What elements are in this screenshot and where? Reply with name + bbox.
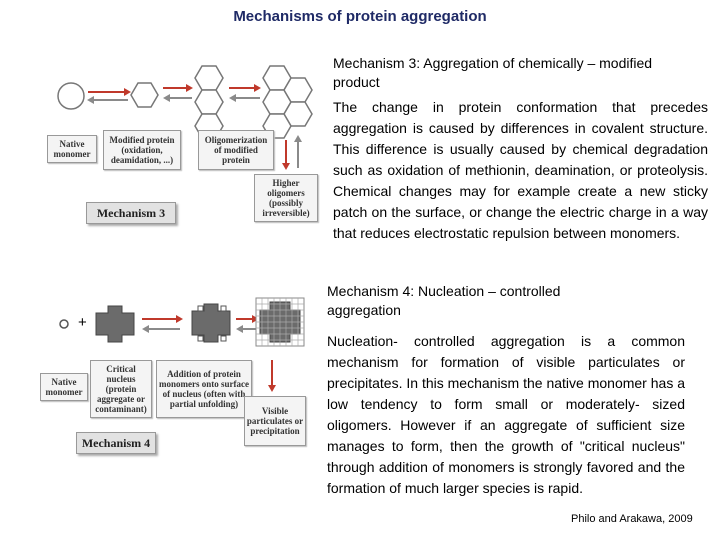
plus-sign: + bbox=[78, 314, 87, 331]
mechanism-3-body: The change in protein conformation that … bbox=[333, 99, 708, 241]
addition-box: Addition of protein monomers onto surfac… bbox=[156, 360, 252, 418]
grid-lines bbox=[256, 298, 304, 346]
native-monomer-circle bbox=[57, 82, 85, 110]
modified-protein-hexagon bbox=[130, 82, 159, 108]
citation: Philo and Arakawa, 2009 bbox=[571, 513, 693, 525]
native-monomer-box: Native monomer bbox=[47, 135, 97, 163]
oligomerization-box: Oligomerization of modified protein bbox=[198, 130, 274, 170]
page-title: Mechanisms of protein aggregation bbox=[233, 8, 487, 25]
modified-protein-box: Modified protein (oxidation, deamidation… bbox=[103, 130, 181, 170]
mechanism-4-label: Mechanism 4 bbox=[76, 432, 156, 454]
native-monomer-small-circle bbox=[59, 319, 69, 329]
higher-oligomers-box: Higher oligomers (possibly irreversible) bbox=[254, 174, 318, 222]
critical-nucleus-box: Critical nucleus (protein aggregate or c… bbox=[90, 360, 152, 418]
mechanism-4-body: Nucleation- controlled aggregation is a … bbox=[327, 333, 685, 496]
visible-particulates-box: Visible particulates or precipitation bbox=[244, 396, 306, 446]
native-monomer-box-4: Native monomer bbox=[40, 373, 88, 401]
mechanism-3-heading: Mechanism 3: Aggregation of chemically –… bbox=[333, 55, 653, 90]
mechanism-4-heading: Mechanism 4: Nucleation – controlled agg… bbox=[327, 283, 561, 318]
mechanism-3-label: Mechanism 3 bbox=[86, 202, 176, 224]
critical-nucleus-shape bbox=[95, 305, 135, 343]
